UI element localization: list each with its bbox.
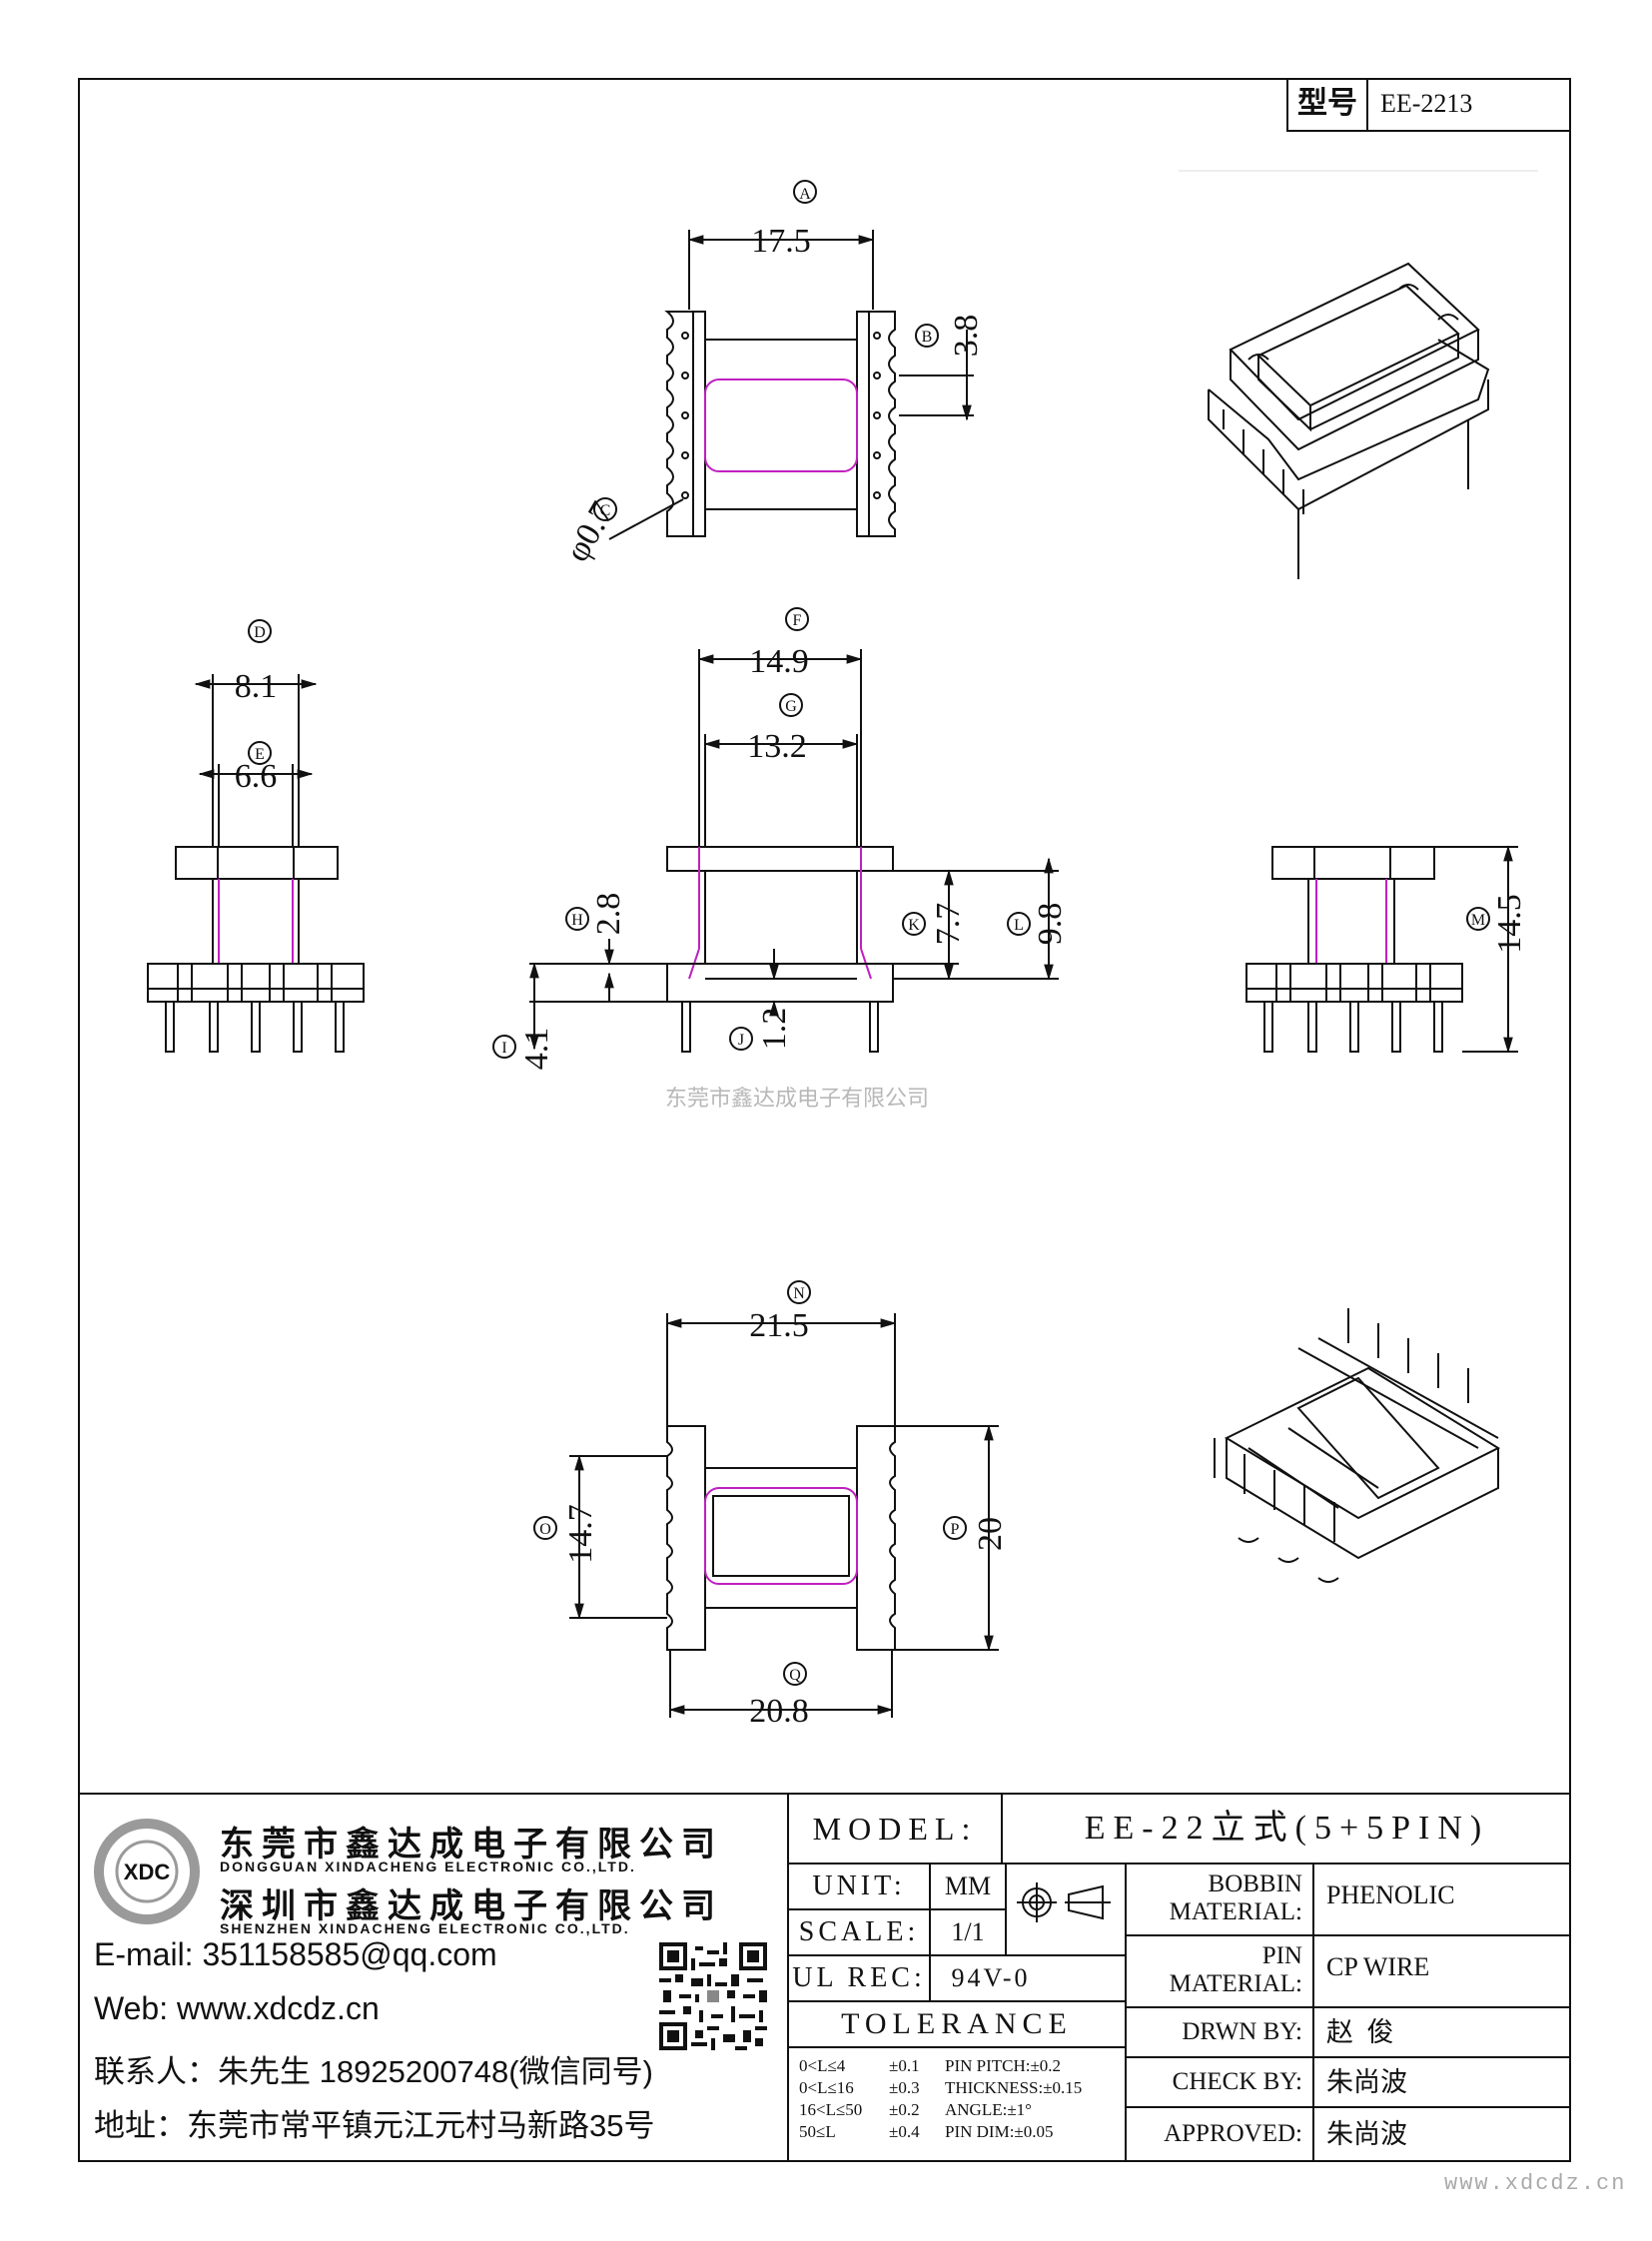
ulrec-row: UL REC: 94V-0 bbox=[789, 1956, 1127, 2002]
company-name-cn-2: 深圳市鑫达成电子有限公司 bbox=[220, 1887, 723, 1925]
model-box: 型号 EE-2213 bbox=[1286, 78, 1571, 132]
bottom-view bbox=[533, 1280, 999, 1718]
projection-icon bbox=[1017, 1882, 1111, 1922]
company-name-cn-1: 东莞市鑫达成电子有限公司 bbox=[220, 1826, 723, 1864]
scale-value: 1/1 bbox=[951, 1917, 985, 1946]
model-box-label: 型号 bbox=[1288, 78, 1368, 130]
pin-material-label: PIN MATERIAL: bbox=[1127, 1936, 1314, 2006]
dim-n-value: 21.5 bbox=[749, 1307, 809, 1344]
dim-h-mark: H bbox=[571, 912, 583, 929]
projection-symbol-cell bbox=[1005, 1865, 1127, 1956]
check-by-value: 朱尚波 bbox=[1326, 2067, 1407, 2097]
dim-a-mark: A bbox=[799, 186, 811, 203]
dim-p-mark: P bbox=[951, 1521, 960, 1538]
company-name-en-1: DONGGUAN XINDACHENG ELECTRONIC CO.,LTD. bbox=[220, 1859, 636, 1874]
unit-label: UNIT: bbox=[789, 1865, 931, 1908]
right-side-view bbox=[1245, 845, 1518, 1054]
company-address: 地址：东莞市常平镇元江元村马新路35号 bbox=[94, 2108, 655, 2143]
unit-row: UNIT: MM bbox=[789, 1865, 1005, 1910]
bobbin-material-label: BOBBIN MATERIAL: bbox=[1127, 1865, 1314, 1934]
dim-n-mark: N bbox=[793, 1285, 805, 1302]
dim-m-mark: M bbox=[1471, 912, 1485, 929]
company-contact: 联系人：朱先生 18925200748(微信同号) bbox=[94, 2054, 653, 2089]
drawing-frame bbox=[78, 78, 1571, 2162]
left-side-view bbox=[147, 619, 365, 1053]
front-view bbox=[492, 607, 1059, 1059]
dim-a-value: 17.5 bbox=[751, 223, 811, 260]
dim-m-value: 14.5 bbox=[1491, 894, 1528, 954]
title-block: XDC 东莞市鑫达成电子有限公司 DONGGUAN XINDACHENG ELE… bbox=[78, 1793, 1571, 2162]
drawn-by-row: DRWN BY: 赵 俊 bbox=[1127, 2008, 1571, 2058]
dim-i-mark: I bbox=[501, 1040, 506, 1057]
dim-g-value: 13.2 bbox=[747, 728, 807, 765]
approved-label: APPROVED: bbox=[1127, 2108, 1314, 2162]
dim-k-mark: K bbox=[908, 917, 920, 934]
dim-k-value: 7.7 bbox=[930, 903, 967, 946]
dim-o-value: 14.7 bbox=[562, 1504, 599, 1564]
dim-f-value: 14.9 bbox=[749, 643, 809, 680]
scale-row: SCALE: 1/1 bbox=[789, 1910, 1005, 1956]
dim-l-mark: L bbox=[1014, 917, 1024, 934]
check-by-label: CHECK BY: bbox=[1127, 2058, 1314, 2106]
dim-j-value: 1.2 bbox=[756, 1008, 793, 1051]
model-row: MODEL: EE-22立式(5+5PIN) bbox=[789, 1795, 1571, 1865]
dim-b-value: 3.8 bbox=[948, 315, 985, 358]
ulrec-label: UL REC: bbox=[789, 1956, 931, 2000]
company-logo: XDC bbox=[94, 1819, 200, 1924]
company-web: Web: www.xdcdz.cn bbox=[94, 1990, 380, 2026]
dim-d-mark: D bbox=[254, 624, 266, 641]
dim-c-mark: C bbox=[600, 502, 611, 519]
dim-j-mark: J bbox=[738, 1032, 744, 1049]
bobbin-material-value: PHENOLIC bbox=[1326, 1880, 1455, 1909]
drawn-by-value: 赵 俊 bbox=[1326, 2017, 1394, 2047]
technical-drawing: 17.5 A 3.8 B φ0.7 C 8.1 D 6.6 E 14.9 F 1… bbox=[147, 170, 1538, 1730]
dim-f-mark: F bbox=[793, 612, 802, 629]
drawn-by-label: DRWN BY: bbox=[1127, 2008, 1314, 2056]
pin-material-value: CP WIRE bbox=[1326, 1952, 1430, 1981]
approved-value: 朱尚波 bbox=[1326, 2119, 1407, 2149]
approved-row: APPROVED: 朱尚波 bbox=[1127, 2108, 1571, 2162]
dim-e-mark: E bbox=[255, 746, 265, 763]
dim-i-value: 4.1 bbox=[518, 1028, 555, 1071]
model-box-value: EE-2213 bbox=[1380, 89, 1473, 118]
ulrec-value: 94V-0 bbox=[951, 1963, 1031, 1992]
tolerance-header: TOLERANCE bbox=[789, 2002, 1127, 2048]
watermark-company: 东莞市鑫达成电子有限公司 bbox=[665, 1086, 930, 1111]
scale-label: SCALE: bbox=[789, 1910, 931, 1954]
unit-value: MM bbox=[944, 1871, 992, 1900]
top-view bbox=[593, 180, 974, 540]
dim-d-value: 8.1 bbox=[235, 668, 278, 705]
svg-text:XDC: XDC bbox=[124, 1860, 171, 1884]
isometric-view-top bbox=[1208, 262, 1490, 579]
company-name-en-2: SHENZHEN XINDACHENG ELECTRONIC CO.,LTD. bbox=[220, 1920, 630, 1936]
dim-p-value: 20 bbox=[972, 1517, 1009, 1551]
dim-q-value: 20.8 bbox=[749, 1693, 809, 1730]
dim-c-value: φ0.7 bbox=[558, 496, 621, 568]
qr-code bbox=[659, 1942, 767, 2050]
dim-e-value: 6.6 bbox=[235, 758, 278, 795]
company-email: E-mail: 351158585@qq.com bbox=[94, 1936, 497, 1972]
pin-material-row: PIN MATERIAL: CP WIRE bbox=[1127, 1936, 1571, 2008]
company-panel: XDC 东莞市鑫达成电子有限公司 DONGGUAN XINDACHENG ELE… bbox=[78, 1795, 789, 2162]
model-label: MODEL: bbox=[789, 1795, 1003, 1863]
check-by-row: CHECK BY: 朱尚波 bbox=[1127, 2058, 1571, 2108]
isometric-view-bottom bbox=[1214, 1308, 1501, 1583]
dim-q-mark: Q bbox=[789, 1667, 801, 1684]
dim-b-mark: B bbox=[922, 329, 933, 346]
dim-o-mark: O bbox=[539, 1521, 551, 1538]
footer-url: www.xdcdz.cn bbox=[1444, 2171, 1627, 2196]
model-value: EE-22立式(5+5PIN) bbox=[1084, 1810, 1490, 1847]
dim-h-value: 2.8 bbox=[590, 893, 627, 936]
bobbin-material-row: BOBBIN MATERIAL: PHENOLIC bbox=[1127, 1865, 1571, 1936]
dim-l-value: 9.8 bbox=[1032, 903, 1069, 946]
dim-g-mark: G bbox=[785, 698, 797, 715]
